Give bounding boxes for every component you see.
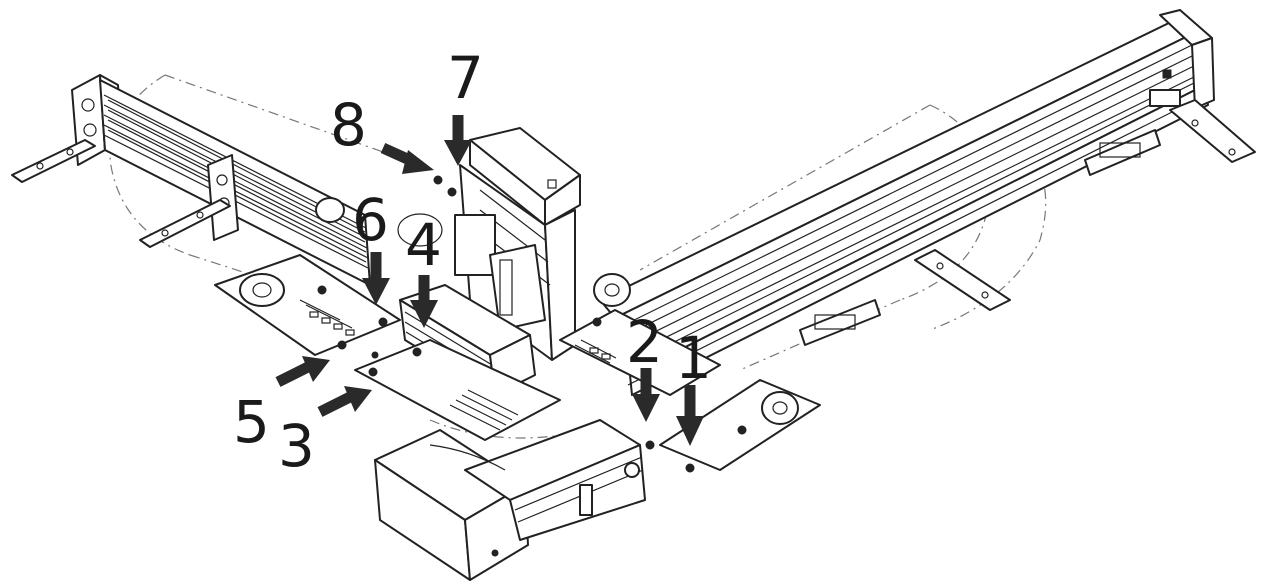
top-screws (433, 175, 457, 197)
arrow-5 (275, 356, 330, 387)
callout-8: 8 (330, 91, 367, 159)
arrow-8 (380, 142, 434, 174)
callout-labels: 7 8 6 4 5 3 2 1 (233, 44, 712, 480)
arrow-4 (410, 275, 438, 328)
right-mounting-plate (559, 273, 821, 473)
callout-5: 5 (233, 388, 270, 456)
arrow-2 (632, 368, 660, 422)
arrow-6 (362, 252, 390, 305)
right-linear-axis (599, 9, 1256, 396)
callout-arrows (275, 115, 704, 446)
callout-3: 3 (278, 412, 315, 480)
callout-7: 7 (447, 44, 484, 112)
arrow-7 (444, 115, 472, 166)
callout-1: 1 (675, 324, 712, 392)
callout-2: 2 (626, 308, 663, 376)
left-mounting-plate (214, 197, 401, 356)
left-linear-axis (11, 74, 371, 286)
front-mounting-plate (354, 339, 561, 441)
arrow-1 (676, 385, 704, 446)
front-drive-motor (374, 419, 646, 581)
arrow-3 (317, 386, 372, 417)
callout-6: 6 (352, 186, 389, 254)
center-motor-unit (397, 127, 581, 361)
callout-4: 4 (405, 211, 442, 279)
